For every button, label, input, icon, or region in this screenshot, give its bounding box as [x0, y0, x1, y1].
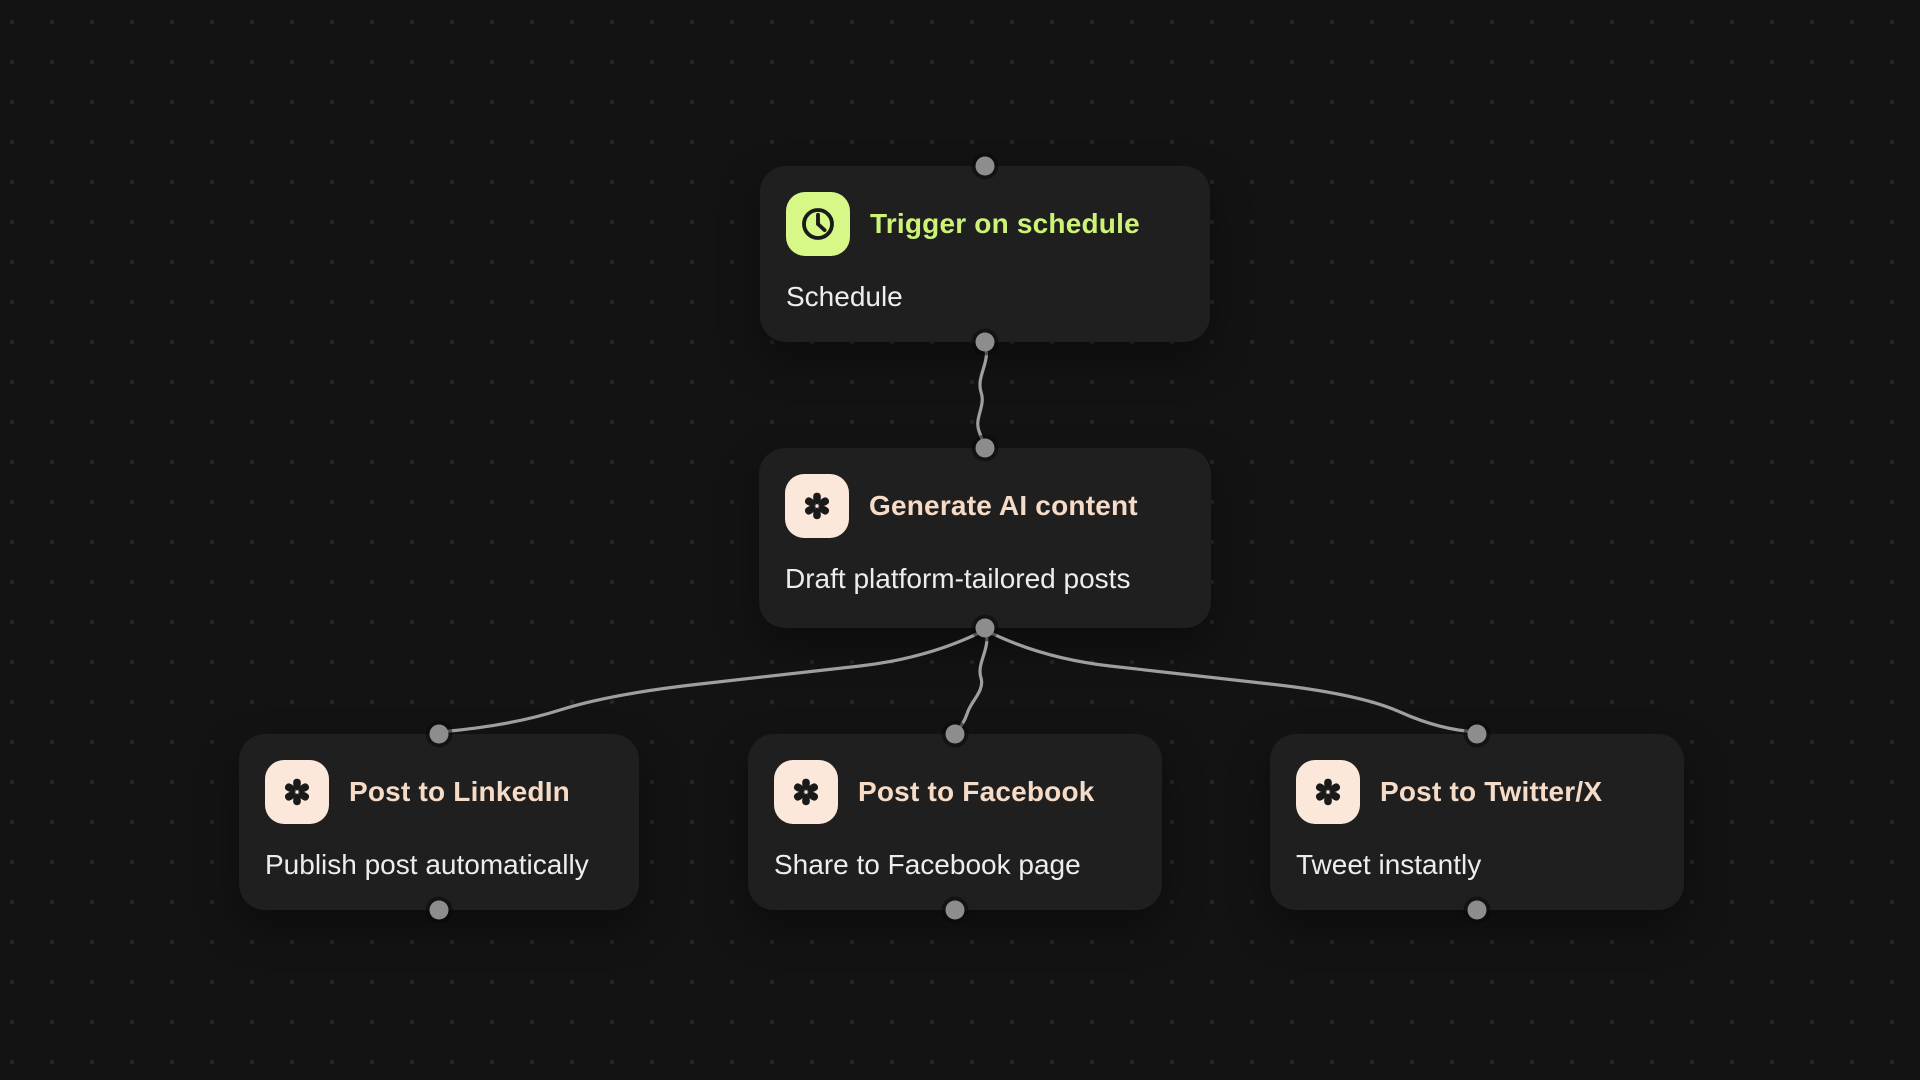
- node-header: Post to Facebook: [774, 760, 1136, 824]
- connection-handle-twitter-top[interactable]: [1467, 724, 1487, 744]
- connection-handle-twitter-bottom[interactable]: [1467, 900, 1487, 920]
- node-subtitle: Schedule: [786, 281, 903, 312]
- node-generate-ai-content[interactable]: Generate AI content Draft platform-tailo…: [759, 448, 1211, 628]
- connection-handle-generate-bottom[interactable]: [975, 618, 995, 638]
- edge-generate-to-twitter[interactable]: [983, 628, 1479, 734]
- connection-handle-trigger-top[interactable]: [975, 156, 995, 176]
- node-subtitle: Share to Facebook page: [774, 849, 1081, 880]
- node-icon-box: [774, 760, 838, 824]
- asterisk-icon: [793, 778, 819, 806]
- clock-icon: [802, 208, 834, 240]
- node-header: Generate AI content: [785, 474, 1185, 538]
- node-post-to-facebook[interactable]: Post to Facebook Share to Facebook page: [748, 734, 1162, 910]
- connection-handle-linkedin-top[interactable]: [429, 724, 449, 744]
- connection-handle-generate-top[interactable]: [975, 438, 995, 458]
- node-post-to-twitter-x[interactable]: Post to Twitter/X Tweet instantly: [1270, 734, 1684, 910]
- node-title: Post to Facebook: [858, 776, 1095, 807]
- node-subtitle: Draft platform-tailored posts: [785, 563, 1131, 594]
- node-header: Post to LinkedIn: [265, 760, 613, 824]
- edge-generate-to-linkedin[interactable]: [437, 628, 987, 734]
- node-title: Generate AI content: [869, 490, 1138, 521]
- node-subtitle: Tweet instantly: [1296, 849, 1482, 880]
- connection-handle-facebook-top[interactable]: [945, 724, 965, 744]
- connection-handle-facebook-bottom[interactable]: [945, 900, 965, 920]
- node-subtitle: Publish post automatically: [265, 849, 589, 880]
- node-icon-box: [1296, 760, 1360, 824]
- node-icon-box: [786, 192, 850, 256]
- node-title: Trigger on schedule: [870, 208, 1140, 239]
- node-icon-box: [265, 760, 329, 824]
- node-post-to-linkedin[interactable]: Post to LinkedIn Publish post automatica…: [239, 734, 639, 910]
- edge-generate-to-facebook[interactable]: [953, 628, 989, 735]
- asterisk-icon: [1315, 778, 1341, 806]
- node-title: Post to Twitter/X: [1380, 776, 1603, 807]
- node-trigger-on-schedule[interactable]: Trigger on schedule Schedule: [760, 166, 1210, 342]
- node-header: Post to Twitter/X: [1296, 760, 1658, 824]
- asterisk-icon: [804, 492, 830, 520]
- node-icon-box: [785, 474, 849, 538]
- node-title: Post to LinkedIn: [349, 776, 570, 807]
- connection-handle-trigger-bottom[interactable]: [975, 332, 995, 352]
- asterisk-icon: [284, 778, 310, 806]
- node-header: Trigger on schedule: [786, 192, 1184, 256]
- connection-handle-linkedin-bottom[interactable]: [429, 900, 449, 920]
- edge-trigger-to-generate[interactable]: [976, 342, 988, 450]
